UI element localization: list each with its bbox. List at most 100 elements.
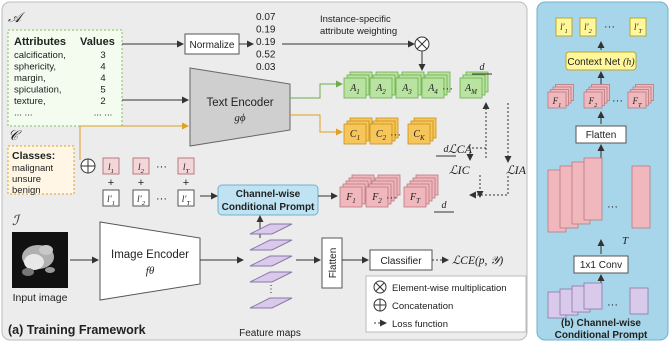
panel-b-f-layer <box>627 91 647 109</box>
dimension-label: d <box>480 62 486 73</box>
legend-loss-label: Loss function <box>392 319 448 330</box>
feature-maps: ⋮ <box>249 223 293 309</box>
context-net-box <box>565 51 637 71</box>
attribute-embedding-layer <box>395 77 419 99</box>
normalize-label: Normalize <box>189 40 234 51</box>
output-token: l′2 <box>584 22 592 35</box>
plus-sign: + <box>108 177 114 189</box>
class-embedding-layer <box>343 123 367 145</box>
values-header: Values <box>80 36 115 48</box>
image-encoder-label: Image Encoder <box>111 249 189 261</box>
attribute-embedding-label: A3 <box>401 83 412 96</box>
text-encoder-label: Text Encoder <box>206 97 273 109</box>
class-embedding-layer <box>369 123 393 145</box>
concat-icon <box>80 158 96 174</box>
attribute-embedding-label: AM <box>464 83 478 96</box>
input-image <box>12 232 68 288</box>
panel-b-pink-map <box>631 165 651 229</box>
feature-map <box>249 255 293 267</box>
output-token-box <box>555 17 573 37</box>
ellipsis: ··· <box>607 201 618 213</box>
attribute-name: spiculation, <box>14 85 62 96</box>
feature-embedding-label: F2 <box>371 192 382 205</box>
class-item: unsure <box>12 174 41 185</box>
ellipsis: ··· <box>390 129 401 141</box>
ellipsis: ⋮ <box>266 284 276 295</box>
feature-embedding-layer <box>339 186 363 208</box>
panel-b-pink-maps: ··· <box>547 157 651 233</box>
panel-b-pink-map <box>583 157 603 221</box>
ellipsis: ··· <box>607 299 618 311</box>
image-encoder-block <box>99 221 201 301</box>
feature-embedding-label: F1 <box>345 192 356 205</box>
text-encoder-block <box>189 67 291 147</box>
prompt-token: l′T <box>182 195 192 207</box>
feature-map <box>249 239 293 251</box>
feature-maps-label: Feature maps <box>239 328 301 339</box>
attribute-embedding-label: A2 <box>375 83 386 96</box>
token: lT <box>183 163 191 175</box>
attributes-box <box>7 29 123 127</box>
panel-b-f-layer <box>583 91 603 109</box>
panel-b-caption-2: Conditional Prompt <box>555 330 648 341</box>
attribute-value: 2 <box>100 96 105 107</box>
panel-b-t-label: T <box>622 235 629 247</box>
attribute-embedding-label: A1 <box>349 83 360 96</box>
attribute-embedding-layer <box>369 77 393 99</box>
token: l2 <box>138 163 145 175</box>
classifier-label: Classifier <box>380 256 422 267</box>
multiply-icon <box>414 36 430 52</box>
panel-b-lavender-maps: ··· <box>547 282 649 319</box>
token-box <box>177 157 195 175</box>
loss-ce: ℒCE(p, 𝒴) <box>452 255 503 267</box>
token-box <box>102 157 120 175</box>
prompt-token: l′1 <box>107 195 115 207</box>
plus-sign: + <box>183 177 189 189</box>
prompt-line-1: Channel-wise <box>236 189 301 200</box>
class-embedding-label: C1 <box>350 129 360 142</box>
ellipsis: ··· <box>604 21 615 33</box>
panel-a-caption: (a) Training Framework <box>8 323 146 337</box>
image-encoder-symbol: fθ <box>146 265 155 277</box>
attribute-name: margin, <box>14 73 46 84</box>
class-embedding-layer <box>407 123 431 145</box>
panel-b-lavender-map <box>583 282 603 310</box>
attribute-value: ... ... <box>94 108 112 119</box>
prompt-line-2: Conditional Prompt <box>222 202 315 213</box>
text-encoder-symbol: gϕ <box>234 112 246 124</box>
weighting-label-2: attribute weighting <box>320 26 397 37</box>
panel-b-f-layer <box>547 91 567 109</box>
token: l1 <box>108 163 114 175</box>
context-net-label: Context Net (h) <box>567 57 635 68</box>
feature-map <box>249 297 293 309</box>
attribute-name: texture, <box>14 96 46 107</box>
weighting-label-1: Instance-specific <box>320 14 391 25</box>
weight-value: 0.52 <box>256 50 276 61</box>
weight-value: 0.19 <box>256 25 276 36</box>
legend-concat-icon <box>373 298 387 312</box>
feature-embedding-layer <box>365 186 389 208</box>
panel-b-flatten-label: Flatten <box>586 130 617 141</box>
output-token: l′T <box>634 22 642 35</box>
attribute-value: 5 <box>100 85 105 96</box>
flatten-box <box>321 237 343 289</box>
ellipsis: ··· <box>156 161 167 173</box>
attribute-embedding-label: A4 <box>427 83 438 96</box>
attribute-embedding-layer <box>343 77 367 99</box>
panel-b-flatten-box <box>575 125 627 144</box>
attribute-value: 4 <box>100 62 105 73</box>
attribute-name: ... ... <box>14 108 32 119</box>
attribute-name: sphericity, <box>14 62 56 73</box>
legend-multiply-icon <box>373 280 387 294</box>
input-image-label: Input image <box>13 292 68 304</box>
prompt-box <box>217 184 319 216</box>
panel-b-caption-1: (b) Channel-wise <box>561 318 641 329</box>
panel-b-conv-label: 1x1 Conv <box>580 260 622 271</box>
panel-b-lavender-map <box>629 287 649 315</box>
